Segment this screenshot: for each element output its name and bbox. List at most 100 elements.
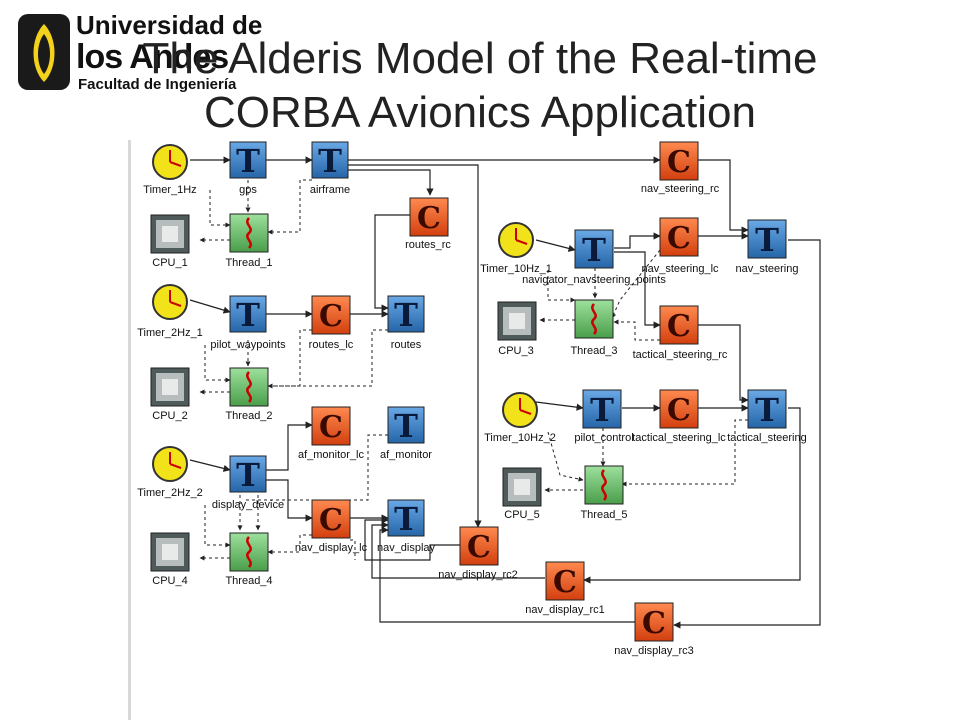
task-glyph: T: [755, 221, 779, 259]
label-nav-display-rc2: nav_display_rc2: [438, 569, 518, 581]
component-glyph: C: [667, 309, 691, 344]
label-routes-lc: routes_lc: [309, 339, 354, 351]
dashed-connections: [199, 179, 748, 561]
label-timer-2hz-1: Timer_2Hz_1: [137, 327, 203, 339]
logo-line2: los Andes: [76, 38, 229, 76]
component-node-nav-steering-lc[interactable]: C: [659, 217, 699, 257]
timer-2hz-1-node[interactable]: [152, 284, 188, 320]
slide-title: The Alderis Model of the Real-time CORBA…: [80, 32, 880, 140]
label-cpu-1: CPU_1: [152, 257, 187, 269]
component-node-nav-display-rc2[interactable]: C: [459, 526, 499, 566]
label-nav-steering: nav_steering: [736, 263, 799, 275]
label-timer-1hz: Timer_1Hz: [143, 184, 196, 196]
thread-node-3[interactable]: [574, 299, 614, 339]
logo-emblem-icon: [18, 14, 70, 90]
component-glyph: C: [553, 565, 577, 600]
cpu-node-1[interactable]: [150, 214, 190, 254]
label-tactical-steering-rc: tactical_steering_rc: [633, 349, 728, 361]
label-thread-4: Thread_4: [225, 575, 272, 587]
component-node-tactical-steering-rc[interactable]: C: [659, 305, 699, 345]
title-line2: CORBA Avionics Application: [204, 88, 756, 137]
cpu-node-4[interactable]: [150, 532, 190, 572]
task-node-routes[interactable]: T: [387, 295, 425, 334]
logo-line1: Universidad de: [76, 10, 263, 40]
label-cpu-2: CPU_2: [152, 410, 187, 422]
task-node-navigator[interactable]: T: [574, 229, 614, 269]
component-node-nav-display-lc[interactable]: C: [311, 499, 351, 539]
cpu-node-3[interactable]: [497, 301, 537, 341]
label-timer-10hz-1: Timer_10Hz_1: [480, 263, 552, 275]
label-timer-2hz-2: Timer_2Hz_2: [137, 487, 203, 499]
task-node-tactical-steering[interactable]: T: [747, 389, 787, 429]
task-glyph: T: [394, 407, 418, 445]
component-glyph: C: [417, 201, 441, 236]
label-tactical-steering: tactical_steering: [727, 432, 807, 444]
task-glyph: T: [236, 456, 260, 494]
thread-node-5[interactable]: [584, 465, 624, 505]
label-pilot-control: pilot_control: [574, 432, 633, 444]
thread-node-1[interactable]: [229, 213, 269, 253]
label-af-monitor-lc: af_monitor_lc: [298, 449, 365, 461]
task-glyph: T: [755, 391, 779, 429]
label-nav-display-lc: nav_display_lc: [295, 542, 368, 554]
label-display-device: display_device: [212, 499, 284, 511]
task-node-display-device[interactable]: T: [229, 455, 267, 494]
thread-node-2[interactable]: [229, 367, 269, 407]
task-glyph: T: [582, 231, 606, 269]
task-node-nav-steering[interactable]: T: [747, 219, 787, 259]
label-nav-display-rc3: nav_display_rc3: [614, 645, 694, 657]
task-glyph: T: [394, 500, 418, 538]
timer-1hz-node[interactable]: [152, 144, 188, 180]
thread-node-4[interactable]: [229, 532, 269, 572]
component-glyph: C: [642, 606, 666, 641]
label-airframe: airframe: [310, 184, 350, 196]
task-glyph: T: [236, 142, 260, 180]
label-cpu-5: CPU_5: [504, 509, 539, 521]
solid-connections: [189, 156, 821, 629]
logo-line3: Facultad de Ingeniería: [78, 76, 237, 93]
component-node-nav-display-rc3[interactable]: C: [634, 602, 674, 642]
task-node-pilot-control[interactable]: T: [582, 389, 622, 429]
cpu-node-5[interactable]: [502, 467, 542, 507]
component-glyph: C: [667, 221, 691, 256]
component-glyph: C: [667, 393, 691, 428]
timer-2hz-2-node[interactable]: [152, 446, 188, 482]
label-timer-10hz-2: Timer_10Hz_2: [484, 432, 556, 444]
component-glyph: C: [467, 530, 491, 565]
label-thread-2: Thread_2: [225, 410, 272, 422]
component-node-routes-rc[interactable]: C: [409, 197, 449, 237]
component-node-nav-steering-rc[interactable]: C: [659, 141, 699, 181]
task-node-af-monitor[interactable]: T: [387, 406, 425, 445]
label-pilot-waypoints: pilot_waypoints: [210, 339, 286, 351]
task-node-pilot-waypoints[interactable]: T: [229, 295, 267, 334]
timer-10hz-1-node[interactable]: [498, 222, 534, 258]
title-line1: The Alderis Model of the Real-time: [142, 34, 818, 83]
component-glyph: C: [319, 299, 343, 334]
label-thread-5: Thread_5: [580, 509, 627, 521]
university-logo: [16, 8, 246, 98]
timer-10hz-2-node[interactable]: [502, 392, 538, 428]
component-glyph: C: [319, 410, 343, 445]
label-nav-display-rc1: nav_display_rc1: [525, 604, 605, 616]
label-cpu-3: CPU_3: [498, 345, 533, 357]
task-glyph: T: [590, 391, 614, 429]
task-glyph: T: [318, 142, 342, 180]
component-node-routes-lc[interactable]: C: [311, 295, 351, 335]
component-node-tactical-steering-lc[interactable]: C: [659, 389, 699, 429]
label-gps: gps: [239, 184, 257, 196]
task-node-nav-display[interactable]: T: [387, 499, 425, 538]
task-node-airframe[interactable]: T: [311, 141, 349, 180]
label-thread-1: Thread_1: [225, 257, 272, 269]
component-node-nav-display-rc1[interactable]: C: [545, 561, 585, 601]
task-glyph: T: [236, 296, 260, 334]
label-af-monitor: af_monitor: [380, 449, 432, 461]
component-node-af-monitor-lc[interactable]: C: [311, 406, 351, 446]
label-routes: routes: [391, 339, 422, 351]
label-nav-steering-lc: nav_steering_lc: [641, 263, 719, 275]
cpu-node-2[interactable]: [150, 367, 190, 407]
label-cpu-4: CPU_4: [152, 575, 187, 587]
label-navigator-navsteering-points: navigator_navsteering_points: [522, 274, 666, 286]
label-tactical-steering-lc: tactical_steering_lc: [632, 432, 726, 444]
task-node-gps[interactable]: T: [229, 141, 267, 180]
